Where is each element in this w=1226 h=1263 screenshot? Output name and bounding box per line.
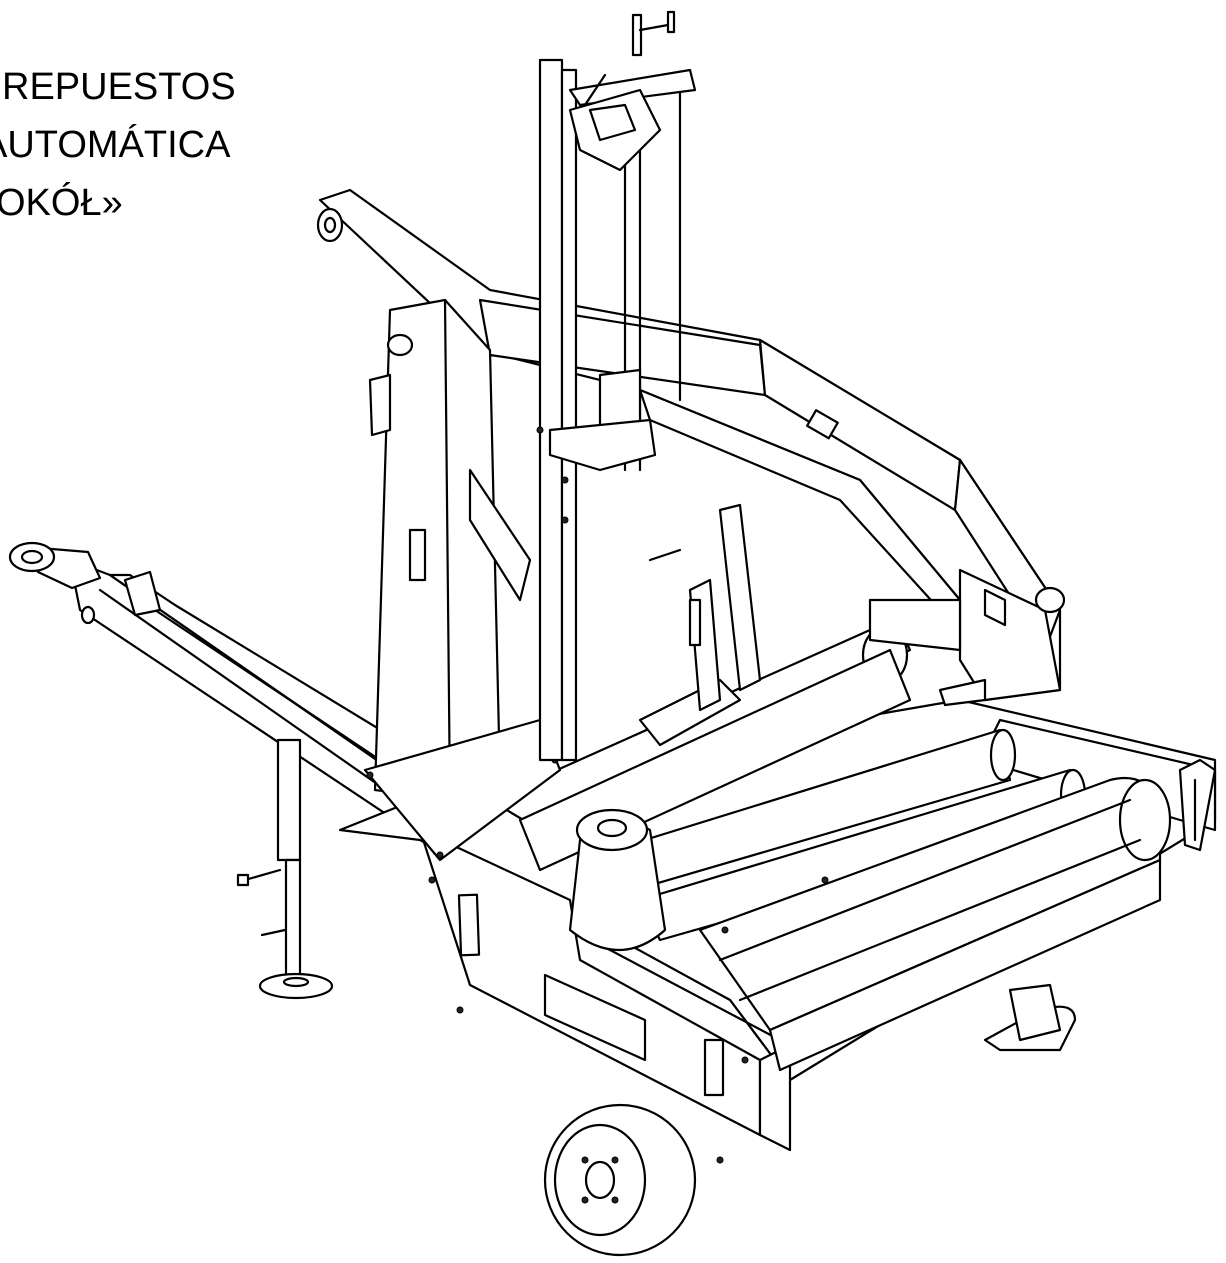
wheel-rear: [983, 983, 1077, 1052]
title-line-1: REPUESTOS: [2, 66, 236, 108]
side-panel: [418, 828, 792, 1164]
roller-cone: [568, 808, 667, 951]
tipping-arms: [638, 503, 762, 747]
title-line-2: AUTOMÁTICA: [0, 124, 231, 166]
main-column: [363, 298, 562, 862]
rollers: [488, 625, 1172, 1072]
drawbar: [8, 541, 432, 822]
dispenser-mast: [538, 58, 682, 762]
film-dispenser-head: [568, 10, 697, 172]
title-block: REPUESTOS AUTOMÁTICA OKÓŁ»: [0, 58, 330, 232]
support-jack: [236, 738, 334, 1000]
wheel-front: [543, 1103, 697, 1257]
bolts: [536, 426, 829, 934]
wrapping-arm: [316, 188, 1066, 707]
title-line-3: OKÓŁ»: [0, 182, 123, 224]
